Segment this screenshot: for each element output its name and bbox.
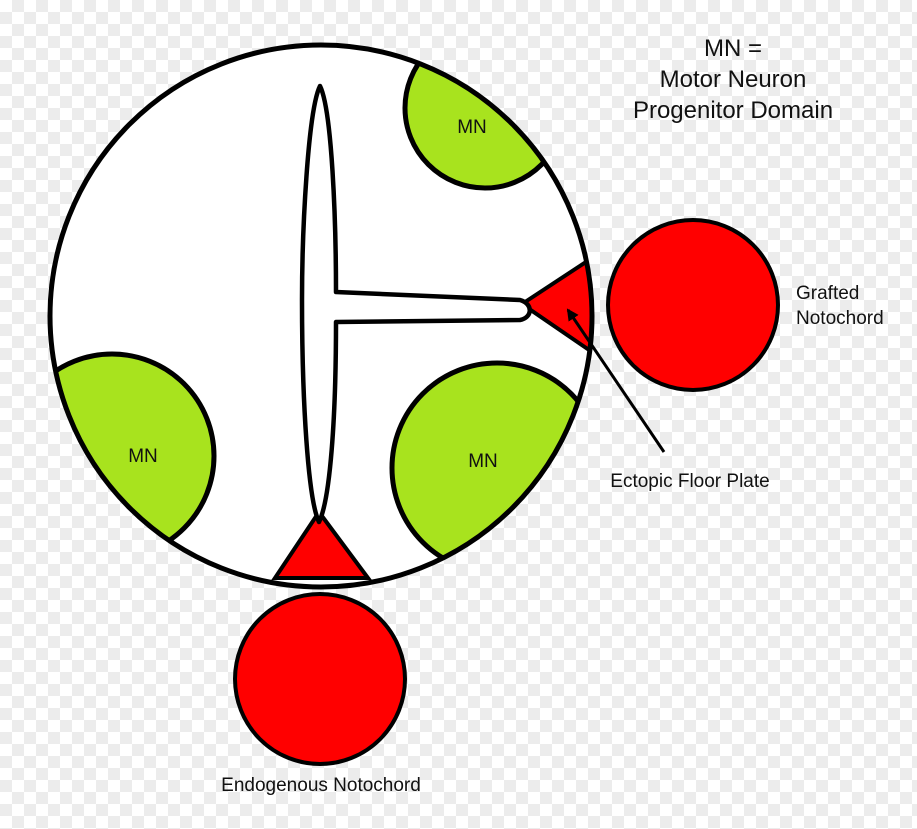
mn-label-bottom-left: MN [128, 446, 158, 467]
ectopic-floor-plate [518, 254, 592, 356]
mn-domain-top-right [402, 45, 568, 191]
mn-label-bottom-right: MN [468, 451, 498, 472]
neural-tube-outline [47, 42, 595, 590]
endogenous-floor-plate [271, 508, 372, 580]
legend-line-2: Motor Neuron [660, 66, 807, 93]
grafted-notochord [606, 218, 780, 392]
ectopic-floor-plate-arrow [566, 308, 666, 453]
endogenous-notochord-label: Endogenous Notochord [221, 775, 421, 796]
central-canal [299, 83, 532, 525]
ectopic-floor-plate-label: Ectopic Floor Plate [610, 471, 769, 492]
grafted-notochord-label-line-1: Grafted [796, 283, 859, 304]
mn-label-top-right: MN [457, 117, 487, 138]
grafted-notochord-label-line-2: Notochord [796, 308, 884, 329]
legend-line-3: Progenitor Domain [633, 97, 833, 124]
legend-line-1: MN = [704, 35, 762, 62]
endogenous-notochord [233, 592, 407, 766]
mn-domain-bottom-left [50, 351, 217, 561]
